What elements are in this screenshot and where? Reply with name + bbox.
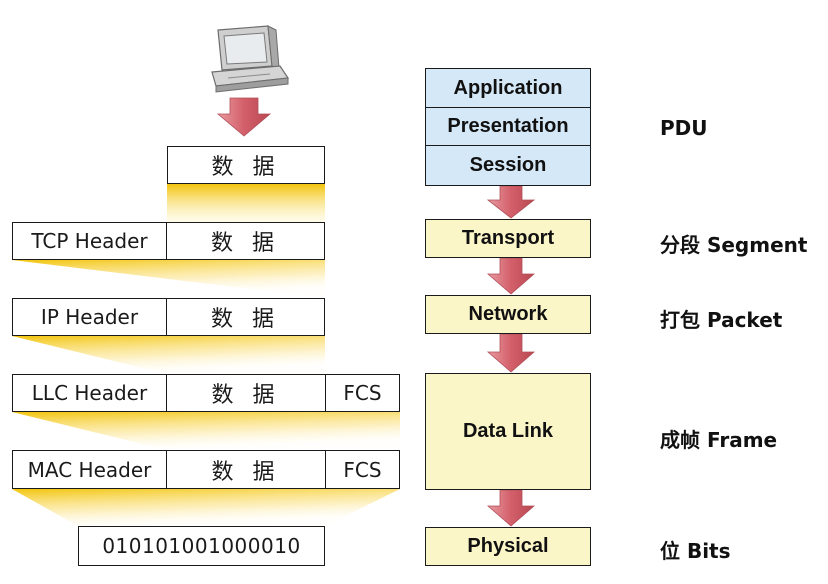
ip-data-label: 数 据: [211, 307, 280, 332]
ip-data-box: 数 据: [166, 298, 325, 336]
data-link-label: Data Link: [462, 420, 554, 442]
encapsulation-funnel-4: [12, 412, 400, 450]
pdu-label: PDU: [660, 116, 708, 140]
encapsulation-funnel-2: [12, 260, 325, 298]
transport-label: Transport: [461, 227, 555, 249]
osi-layer-transport: Transport: [425, 219, 591, 258]
osi-layer-network: Network: [425, 295, 591, 334]
mac-data-box: 数 据: [166, 450, 326, 489]
tcp-data-box: 数 据: [166, 222, 325, 260]
bits-box: 010101001000010: [78, 526, 325, 566]
network-label: Network: [468, 303, 548, 325]
encapsulation-funnel-1: [167, 184, 325, 222]
bits-label: 010101001000010: [102, 534, 301, 558]
physical-label: Physical: [467, 535, 549, 557]
presentation-label: Presentation: [447, 115, 569, 137]
frame-label: 成帧 Frame: [660, 428, 778, 452]
osi-layer-application: Application: [425, 68, 591, 108]
computer-icon: [211, 25, 290, 93]
osi-layer-session: Session: [425, 145, 591, 186]
data-label: 数 据: [211, 155, 281, 180]
application-label: Application: [453, 76, 563, 99]
llc-fcs-box: FCS: [325, 374, 400, 412]
llc-data-label: 数 据: [211, 383, 281, 408]
osi-layer-presentation: Presentation: [425, 106, 591, 147]
llc-header-box: LLC Header: [12, 374, 167, 412]
osi-arrows: [486, 185, 536, 527]
data-box: 数 据: [167, 146, 325, 184]
ip-header-label: IP Header: [40, 305, 139, 329]
llc-fcs-label: FCS: [343, 381, 382, 405]
mac-header-box: MAC Header: [12, 450, 167, 489]
packet-label: 打包 Packet: [660, 308, 783, 332]
bits-pdu-label: 位 Bits: [660, 539, 731, 563]
down-arrow-icon: [216, 97, 272, 137]
mac-fcs-box: FCS: [325, 450, 400, 489]
osi-layer-data-link: Data Link: [425, 373, 591, 490]
tcp-header-label: TCP Header: [31, 229, 148, 253]
llc-data-box: 数 据: [166, 374, 326, 412]
mac-header-label: MAC Header: [27, 457, 152, 482]
osi-layer-physical: Physical: [425, 527, 591, 566]
encapsulation-funnel-3: [12, 336, 325, 374]
llc-header-label: LLC Header: [31, 381, 148, 405]
tcp-header-box: TCP Header: [12, 222, 167, 260]
session-label: Session: [469, 154, 547, 176]
mac-data-label: 数 据: [211, 459, 281, 485]
mac-fcs-label: FCS: [343, 457, 382, 482]
encapsulation-funnel-5: [12, 489, 400, 526]
ip-header-box: IP Header: [12, 298, 167, 336]
segment-label: 分段 Segment: [660, 233, 808, 257]
tcp-data-label: 数 据: [211, 231, 280, 256]
